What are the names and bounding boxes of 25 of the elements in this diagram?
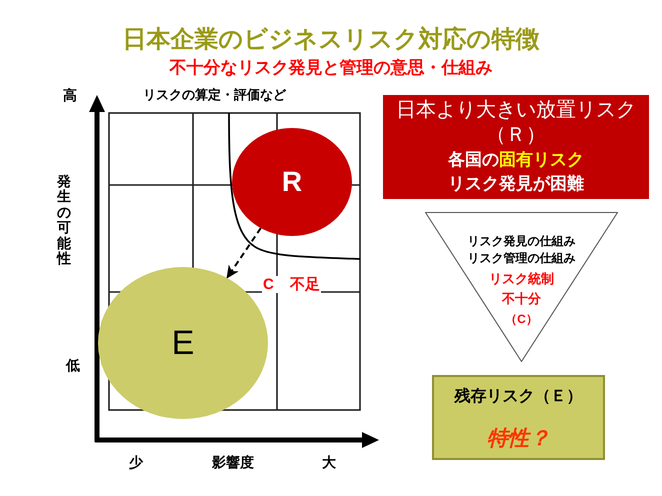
axis-title: 影響度 <box>212 454 254 470</box>
triangle-text: リスク管理の仕組み <box>468 250 576 267</box>
result-panel <box>432 375 605 460</box>
chart-note: リスクの算定・評価など <box>143 87 286 103</box>
triangle-text: 不十分 <box>502 290 541 308</box>
dashed-arrow <box>226 228 262 279</box>
panel-emphasis: 特性？ <box>487 426 550 452</box>
edge-label: C 不足 <box>262 276 321 293</box>
circle-label: E <box>172 326 194 360</box>
triangle-text: リスク発見の仕組み <box>468 233 576 250</box>
panel-heading: 日本より大きい放置リスク（Ｒ） <box>395 98 637 148</box>
panel-text: 各国の固有リスク <box>448 149 584 171</box>
axis-label: 少 <box>129 454 143 470</box>
triangle-text: リスク統制 <box>489 270 554 288</box>
triangle-text: （C） <box>505 311 538 328</box>
axis-label: 高 <box>63 87 77 103</box>
panel-heading: 残存リスク（Ｅ） <box>454 386 582 407</box>
info-panel <box>383 95 649 199</box>
subtitle: 不十分なリスク発見と管理の意思・仕組み <box>170 58 492 78</box>
title: 日本企業のビジネスリスク対応の特徴 <box>122 26 540 54</box>
panel-text: リスク発見が困難 <box>448 173 584 195</box>
axis-title: 発生の可能性 <box>57 174 71 266</box>
circle-label: R <box>282 168 302 196</box>
axis-label: 低 <box>66 357 80 373</box>
axis-label: 大 <box>322 454 336 470</box>
